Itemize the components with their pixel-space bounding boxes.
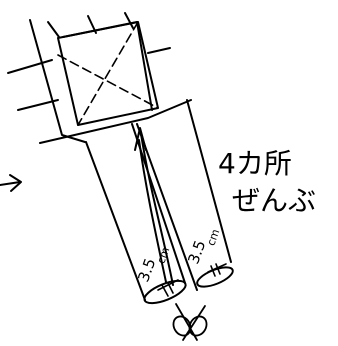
annotation-line-2: ぜんぶ: [232, 184, 316, 217]
fold-arrow: [134, 127, 174, 286]
measure-left-unit: cm: [154, 245, 172, 265]
measure-label-left: 3.5 cm: [134, 245, 172, 284]
measure-label-right: 3.5 cm: [184, 227, 222, 266]
measure-right-unit: cm: [204, 227, 222, 247]
scissors-icon: [172, 303, 208, 341]
side-arrow-icon: [0, 174, 22, 192]
fold-square: [57, 21, 159, 126]
annotation-line-1: 4カ所: [218, 147, 292, 180]
measure-marks: [157, 263, 227, 297]
cut-lines: [7, 12, 192, 144]
annotation-note: 4カ所 ぜんぶ: [218, 147, 316, 217]
